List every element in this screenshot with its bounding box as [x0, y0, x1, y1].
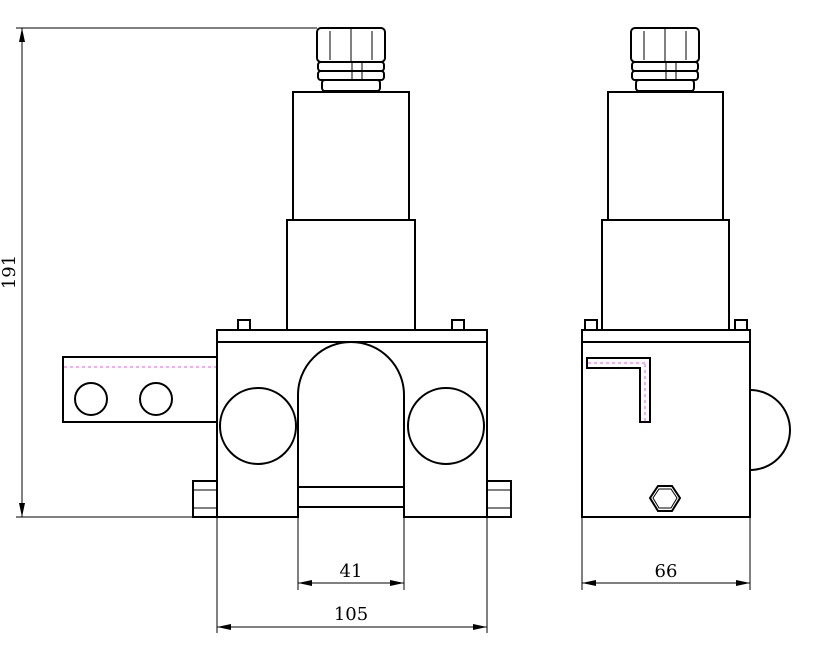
front-middle-housing	[286, 219, 416, 331]
front-base-block	[216, 341, 488, 518]
side-bolt-right	[734, 319, 748, 331]
side-bolt-left	[584, 319, 598, 331]
bracket-hole-2	[139, 382, 173, 416]
side-hex-nut-inner	[652, 488, 678, 509]
dimension-height-label: 191	[0, 255, 20, 289]
dimension-slot: 41	[297, 517, 405, 590]
dimension-front-width-label: 105	[334, 604, 368, 625]
front-slot-bar	[297, 486, 405, 508]
side-hex-nut	[648, 485, 682, 512]
dimension-side-width: 66	[581, 517, 751, 590]
front-foot-left	[192, 480, 218, 518]
front-base-top-plate	[216, 329, 488, 343]
dimension-front-width: 105	[216, 517, 488, 633]
front-view	[62, 27, 512, 518]
front-foot-right	[486, 480, 512, 518]
side-view	[581, 27, 791, 518]
side-middle-housing	[601, 219, 730, 331]
front-hole-left	[219, 387, 297, 465]
dimension-side-width-label: 66	[655, 561, 678, 582]
dimension-height: 191	[0, 27, 317, 518]
side-upper-housing	[607, 91, 724, 221]
dimension-slot-label: 41	[340, 561, 363, 582]
front-upper-housing	[292, 91, 410, 221]
front-bolt-left	[237, 319, 251, 331]
side-base-block	[581, 341, 751, 518]
front-hole-right	[407, 387, 485, 465]
bracket-hole-1	[74, 382, 108, 416]
side-base-top-plate	[581, 329, 751, 343]
side-angle-bracket	[586, 357, 651, 423]
front-cable-gland	[316, 27, 386, 92]
side-cable-gland	[630, 27, 700, 92]
side-bulge	[749, 389, 791, 471]
front-bolt-right	[451, 319, 465, 331]
front-terminal-bracket	[62, 356, 217, 423]
